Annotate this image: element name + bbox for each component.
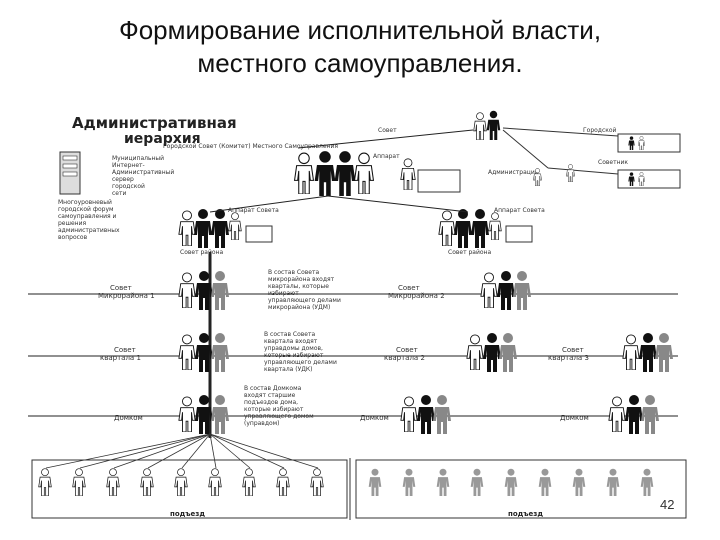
level3-left-line-1: Совет [114, 346, 136, 354]
mid-label-left-bottom: Совет района [180, 249, 223, 256]
slide-title-line-1: Формирование исполнительной власти, [118, 15, 602, 45]
level4-note-6: (управдом) [244, 420, 280, 427]
fan-lines [45, 433, 319, 469]
level3-note-1: В состав Совета [264, 331, 315, 338]
level3-mid-line-2: квартала 2 [384, 354, 425, 362]
level4-left-label: Домком [114, 414, 143, 422]
level4-mid-label: Домком [360, 414, 389, 422]
level3-mid-line-1: Совет [396, 346, 418, 354]
level3-note-6: квартала (УДК) [264, 366, 313, 373]
level4-mid: Домком [360, 395, 451, 434]
top-leader-group: Городской Совет (Комитет) Местного Самоу… [163, 110, 501, 150]
level4-left: Домком [114, 395, 229, 434]
level4-note-1: В состав Домкома [244, 385, 302, 392]
server-icon [59, 151, 81, 195]
server-note-4: сервер [112, 176, 134, 183]
level2-note-3: кварталы, которые [268, 283, 329, 290]
level4-note-4: которые избирают [244, 406, 304, 413]
entrance-box-left [31, 459, 348, 519]
level2-note-5: управляющего делами [268, 297, 341, 304]
level2-note-1: В состав Совета [268, 269, 319, 276]
forum-note-3: самоуправления и [58, 213, 117, 220]
hierarchy-diagram: Административная иерархия Городской Сове… [28, 110, 687, 520]
right-top-boxes [502, 127, 681, 189]
level3-note: В состав Совета квартала входят управдом… [264, 331, 337, 373]
slide-title: Формирование исполнительной власти, мест… [0, 14, 720, 80]
mid-label-right: Аппарат Совета [494, 207, 545, 214]
server-note-3: Административный [112, 169, 174, 176]
entrance-label-left: подъезд [170, 510, 205, 518]
level2-note: В состав Совета микрорайона входят кварт… [268, 269, 341, 311]
level-a-connectors [209, 195, 469, 213]
level3-note-4: которые избирают [264, 352, 324, 359]
level4-note-2: входят старшие [244, 392, 296, 399]
residents-right [368, 468, 654, 496]
forum-note-6: вопросов [58, 234, 88, 241]
right-box-2 [617, 169, 681, 189]
server-note-6: сети [112, 190, 126, 197]
level4-right: Домком [560, 395, 659, 434]
entrance-label-right: подъезд [508, 510, 543, 518]
right-label-4: Аппарат [373, 153, 400, 160]
level2-left-line-2: Микрорайона 1 [98, 292, 155, 300]
residents-left [38, 468, 324, 496]
server-note-1: Муниципальный [112, 155, 164, 162]
level3-note-5: управляющего делами [264, 359, 337, 366]
level2-left-line-1: Совет [110, 284, 132, 292]
level3-mid: Совет квартала 2 [384, 333, 517, 372]
right-label-2: Городской [583, 127, 617, 134]
right-label-1: Совет [378, 127, 397, 134]
slide-title-line-2: местного самоуправления. [197, 48, 523, 78]
server-note-2: Интернет- [112, 162, 145, 169]
forum-note-5: административных [58, 227, 120, 234]
forum-note-2: городской форум [58, 206, 114, 213]
level4-note: В состав Домкома входят старшие подъездо… [244, 385, 314, 427]
page-number: 42 [660, 497, 675, 512]
diagram-heading-line-1: Административная [72, 114, 237, 132]
level1-group [293, 129, 474, 196]
level3-right-line-2: квартала 3 [548, 354, 589, 362]
entrance-box-right [355, 459, 687, 519]
level2-note-2: микрорайона входят [268, 276, 335, 283]
level3-left: Совет квартала 1 [100, 333, 229, 372]
mid-label-right-bottom: Совет района [448, 249, 491, 256]
level-a-right: Аппарат Совета Совет района [438, 207, 545, 256]
mid-label-left: Аппарат Совета [228, 207, 279, 214]
diagram-heading-line-2: иерархия [124, 131, 201, 147]
level2-right-line-1: Совет [398, 284, 420, 292]
level2-note-6: микрорайона (УДМ) [268, 304, 330, 311]
level3-note-3: управдомы домов, [264, 345, 323, 352]
level2-right: Совет Микрорайона 2 [388, 271, 531, 310]
level3-note-2: квартала входят [264, 338, 318, 345]
level4-note-5: управляющего домом [244, 413, 314, 420]
level2-note-4: избирают [268, 290, 299, 297]
level2-right-line-2: Микрорайона 2 [388, 292, 445, 300]
forum-note-4: решения [58, 220, 87, 227]
right-box-1 [617, 133, 681, 153]
level4-note-3: подъездов дома, [244, 399, 298, 406]
right-label-3: Советник [598, 159, 628, 166]
forum-note-1: Многоуровневый [58, 199, 112, 206]
right-top-labels: Совет Городской Советник Аппарат Админис… [373, 127, 628, 176]
server-note: Муниципальный Интернет- Административный… [112, 155, 174, 197]
level2-left: Совет Микрорайона 1 [98, 271, 229, 310]
level4-right-label: Домком [560, 414, 589, 422]
level3-left-line-2: квартала 1 [100, 354, 141, 362]
top-caption: Городской Совет (Комитет) Местного Самоу… [163, 143, 338, 150]
desk-box [417, 169, 461, 193]
level-a-left: Аппарат Совета Совет района [178, 207, 279, 256]
level3-right: Совет квартала 3 [548, 333, 673, 372]
level3-right-line-1: Совет [562, 346, 584, 354]
right-label-5: Администрации [488, 169, 539, 176]
server-note-5: городской [112, 183, 145, 190]
forum-note: Многоуровневый городской форум самоуправ… [58, 199, 120, 241]
